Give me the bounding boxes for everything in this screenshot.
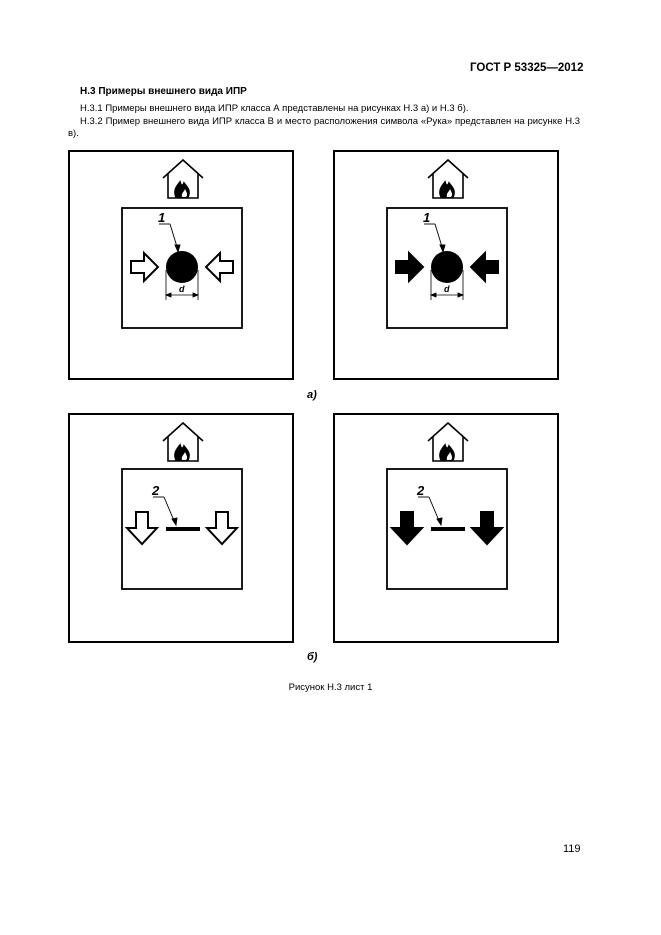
figure-b-filled-panel: 2: [333, 413, 559, 643]
callout-leader: [159, 223, 181, 254]
alarm-button: [431, 251, 463, 283]
callout-leader: [418, 496, 443, 527]
down-arrow-icon: [124, 511, 160, 546]
standard-code: ГОСТ Р 53325—2012: [470, 62, 584, 74]
dimension-d: [429, 270, 465, 300]
figure-b-hollow-panel: 2: [68, 413, 294, 643]
figure-label-b: б): [307, 651, 318, 663]
figure-caption: Рисунок Н.3 лист 1: [288, 682, 373, 693]
figure-label-a: а): [307, 389, 317, 401]
hand-symbol-bar: [166, 527, 200, 531]
callout-leader: [153, 496, 178, 527]
figure-a-filled-panel: 1 d: [333, 150, 559, 380]
figure-a-hollow-panel: 1 d: [68, 150, 294, 380]
page-number: 119: [563, 843, 581, 855]
left-arrow-icon: [395, 250, 425, 284]
down-arrow-icon: [204, 511, 240, 546]
callout-number-1: 1: [423, 210, 430, 225]
callout-leader: [424, 223, 446, 254]
callout-number-1: 1: [158, 210, 165, 225]
down-arrow-icon: [389, 511, 425, 546]
section-heading: Н.3 Примеры внешнего вида ИПР: [80, 86, 247, 97]
down-arrow-icon: [469, 511, 505, 546]
dimension-label: d: [444, 284, 450, 294]
callout-number-2: 2: [416, 483, 425, 498]
right-arrow-icon: [204, 250, 234, 284]
callout-number-2: 2: [151, 483, 160, 498]
house-fire-icon: [162, 421, 204, 462]
left-arrow-icon: [130, 250, 160, 284]
dimension-d: [164, 270, 200, 300]
dimension-label: d: [179, 284, 185, 294]
house-fire-icon: [427, 421, 469, 462]
alarm-button: [166, 251, 198, 283]
house-fire-icon: [427, 158, 469, 199]
house-fire-icon: [162, 158, 204, 199]
paragraph-h32: Н.3.2 Пример внешнего вида ИПР класса В …: [68, 116, 580, 139]
hand-symbol-bar: [431, 527, 465, 531]
right-arrow-icon: [469, 250, 499, 284]
paragraph-h31: Н.3.1 Примеры внешнего вида ИПР класса А…: [80, 103, 469, 114]
